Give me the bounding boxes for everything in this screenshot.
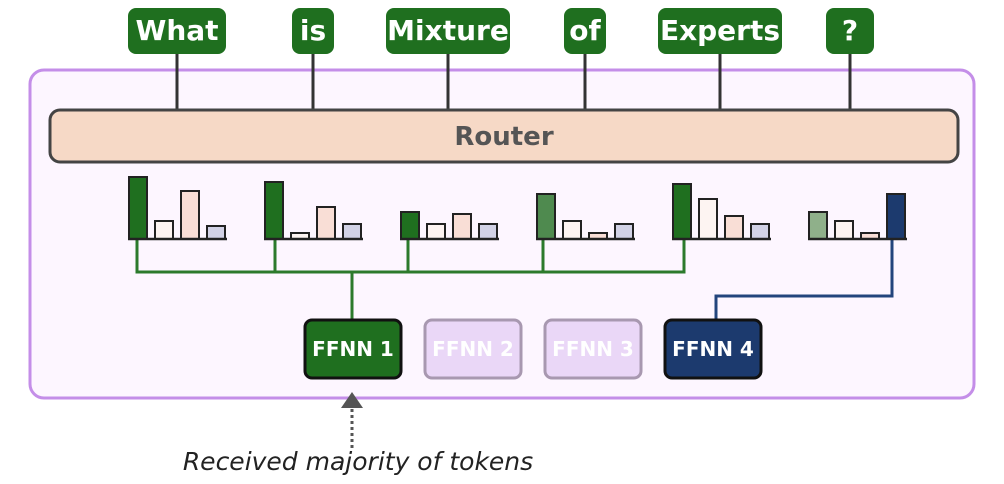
expert-2: FFNN 2 (423, 318, 523, 380)
router-output-chart (264, 181, 363, 241)
probability-bar (128, 176, 148, 240)
router-probability-charts (128, 176, 907, 241)
probability-bar (808, 211, 828, 240)
experts: FFNN 1 FFNN 2 FFNN 3 FFNN 4 (303, 318, 763, 380)
token-box (386, 8, 510, 54)
router-box (48, 108, 960, 164)
token-box (658, 8, 782, 54)
probability-bar (426, 223, 446, 240)
probability-bar (698, 198, 718, 240)
majority-arrow (341, 392, 363, 448)
expert-1: FFNN 1 (303, 318, 403, 380)
probability-bar (536, 193, 556, 240)
expert-3: FFNN 3 (543, 318, 643, 380)
token-label: Mixture (387, 14, 509, 47)
probability-bar (400, 211, 420, 240)
expert-label: FFNN 3 (552, 337, 634, 361)
probability-bar (452, 213, 472, 240)
probability-bar (478, 223, 498, 240)
probability-bar (724, 215, 744, 240)
token-sequence: What is Mixture of Experts? (128, 8, 874, 54)
token-connectors (175, 50, 852, 111)
probability-bar (614, 223, 634, 240)
probability-bar (206, 225, 226, 240)
expert-label: FFNN 4 (672, 337, 754, 361)
token-box (826, 8, 874, 54)
probability-bar (886, 193, 906, 240)
router-output-chart (128, 176, 227, 241)
probability-bar (342, 223, 362, 240)
token-box (128, 8, 226, 54)
token-label: Experts (660, 14, 780, 47)
expert-4: FFNN 4 (663, 318, 763, 380)
token-label: What (135, 14, 218, 47)
routing-lines (135, 239, 894, 320)
probability-bar (264, 181, 284, 240)
token-label: ? (842, 14, 858, 47)
expert-box (663, 318, 763, 380)
expert-box (423, 318, 523, 380)
probability-bar (672, 183, 692, 240)
majority-arrow-head (341, 392, 363, 408)
probability-bar (180, 190, 200, 240)
token-box (564, 8, 606, 54)
expert-label: FFNN 2 (432, 337, 514, 361)
expert-box (543, 318, 643, 380)
router-output-chart (672, 183, 771, 241)
router-output-chart (536, 193, 635, 241)
token-box (292, 8, 334, 54)
probability-bar (562, 220, 582, 240)
probability-bar (154, 220, 174, 240)
probability-bar (834, 220, 854, 240)
token-label: of (569, 14, 601, 47)
token-label: is (300, 14, 326, 47)
router-output-chart (400, 211, 499, 241)
caption: Received majority of tokens (182, 447, 534, 476)
probability-bar (750, 223, 770, 240)
router-output-chart (808, 193, 907, 241)
probability-bar (316, 206, 336, 240)
router: Router (48, 108, 960, 164)
expert-box (303, 318, 403, 380)
expert-label: FFNN 1 (312, 337, 394, 361)
router-label: Router (454, 122, 553, 152)
route-expert-4 (714, 239, 894, 320)
